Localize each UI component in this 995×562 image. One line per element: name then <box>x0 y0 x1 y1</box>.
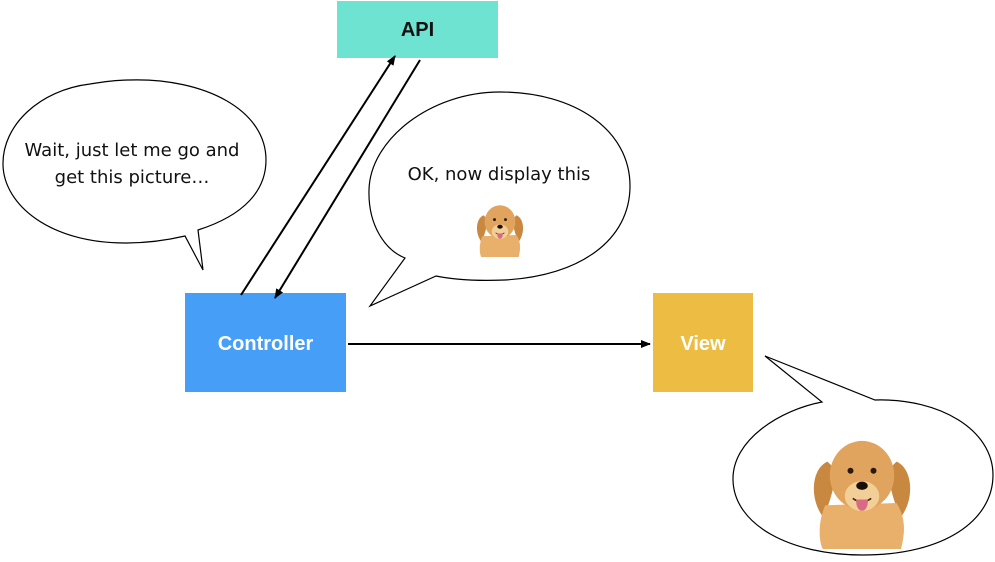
arrow-controller-to-api <box>240 55 396 296</box>
view-label: View <box>680 333 726 355</box>
speech-bubble-wait: Wait, just let me go and get this pictur… <box>2 79 267 271</box>
wait-text-line-1: Wait, just let me go and <box>25 140 240 161</box>
display-text: OK, now display this <box>408 164 591 185</box>
view-node: View <box>653 293 753 392</box>
api-node: API <box>337 1 498 58</box>
speech-bubble-view <box>732 355 994 556</box>
controller-label: Controller <box>218 333 314 355</box>
arrow-api-to-controller <box>274 59 421 299</box>
speech-bubble-display: OK, now display this <box>368 91 631 308</box>
wait-text-line-2: get this picture… <box>55 167 210 188</box>
api-label: API <box>401 19 434 41</box>
controller-node: Controller <box>185 293 346 392</box>
